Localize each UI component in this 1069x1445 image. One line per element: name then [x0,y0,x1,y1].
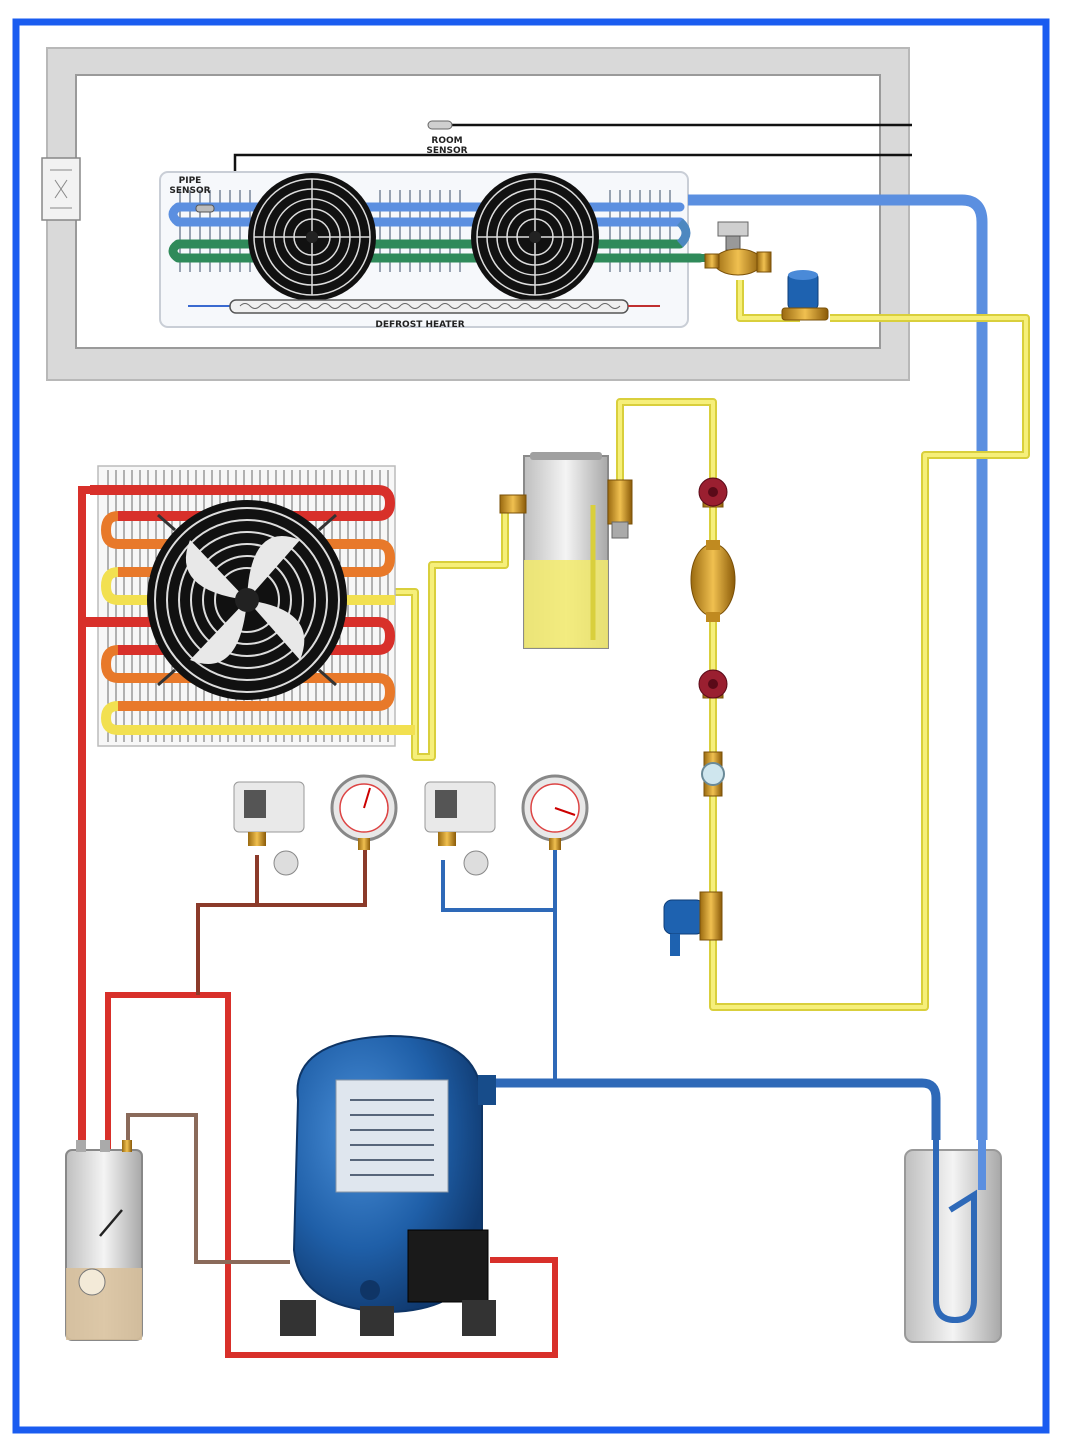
defrost-heater [188,299,660,314]
suction-line-compressor [488,1078,941,1140]
room-sensor-label: ROOM [431,136,462,146]
ball-valve-top-icon [698,477,728,508]
outer-frame [12,18,1050,1434]
door-icon [41,157,81,221]
pipe-sensor-icon [195,204,215,213]
pipe-sensor-label: PIPE [179,176,202,186]
liquid-solenoid-valve-icon [663,891,723,956]
high-pressure-gauge-icon [330,774,398,850]
discharge-line [78,486,558,1358]
room-sensor-label-2: SENSOR [426,146,467,156]
high-pressure-line [196,840,367,995]
pipe-sensor-label-2: SENSOR [169,186,210,196]
liquid-line [395,280,1030,1011]
sight-glass-icon [701,751,725,797]
expansion-valve-icon [700,221,772,276]
suction-accumulator-icon [904,1140,1002,1343]
high-pressure-switch-icon [233,781,305,876]
low-pressure-gauge-icon [521,774,589,850]
oil-separator-icon [65,1140,143,1341]
evaporator-fan-1-icon [248,173,376,301]
liquid-receiver-icon [499,452,633,649]
suction-line [688,194,988,1140]
low-pressure-line [441,840,557,1083]
evaporator-solenoid-valve-icon [781,270,829,321]
evaporator-fan-2-icon [471,173,599,301]
filter-drier-icon [690,540,736,622]
defrost-heater-label: DEFROST HEATER [375,320,464,330]
room-sensor-icon [427,120,453,130]
ball-valve-bottom-icon [698,669,728,699]
condenser-fan-icon [147,500,347,700]
oil-return-line [126,1113,290,1264]
low-pressure-switch-icon [424,781,496,876]
compressor-icon [280,1034,496,1336]
